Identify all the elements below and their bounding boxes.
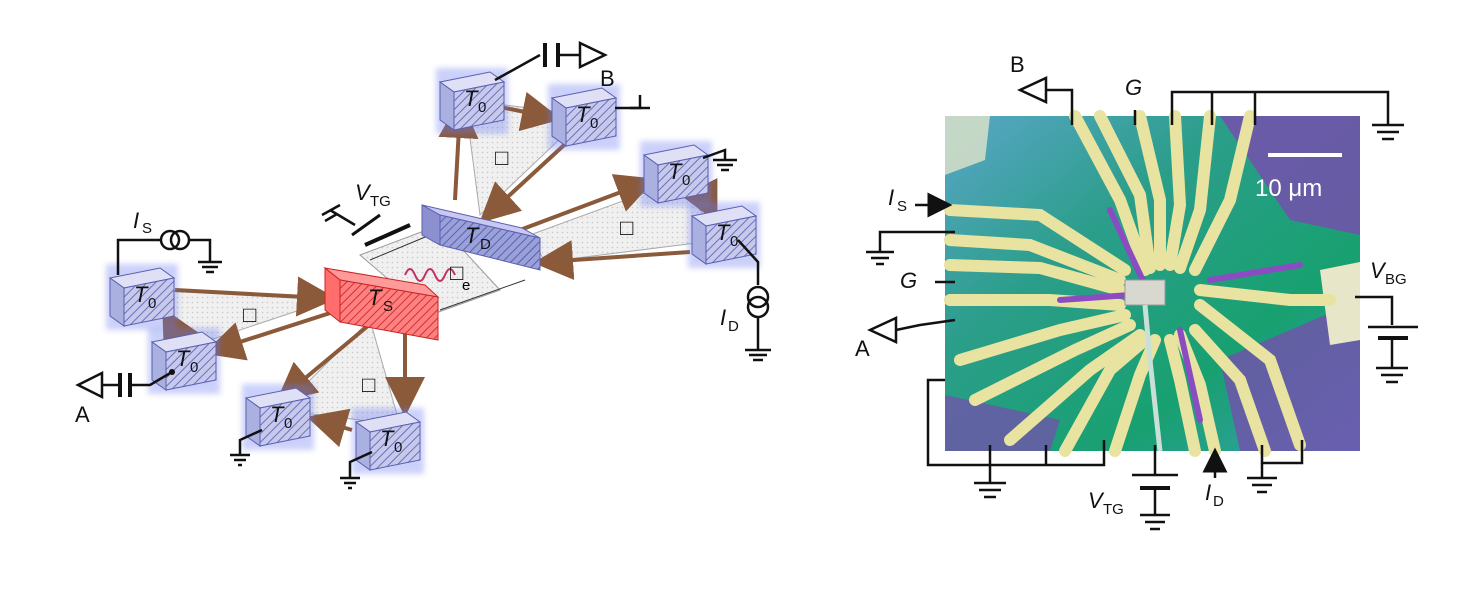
label-a-left: A — [75, 402, 90, 427]
reservoir-sub: 0 — [478, 99, 486, 116]
id-sub: D — [728, 318, 739, 335]
reservoir-label: T — [176, 346, 191, 371]
label-b-right: B — [1010, 52, 1025, 77]
label-b-left: B — [600, 66, 615, 91]
is-label-right: I — [888, 185, 894, 210]
vtg-sub: TG — [370, 193, 391, 210]
source-sub: S — [383, 298, 393, 315]
is-label: I — [133, 208, 139, 233]
id-label-right: I — [1205, 480, 1211, 505]
reservoir-top-right: T 0 — [548, 84, 620, 150]
id-label: I — [720, 305, 726, 330]
reservoir-sub: 0 — [590, 115, 598, 132]
reservoir-sub: 0 — [284, 415, 292, 432]
reservoir-bottom-left: T 0 — [242, 384, 314, 450]
reservoir-sub: 0 — [682, 172, 690, 189]
device-center — [1125, 280, 1165, 305]
box-symbol-center: □ — [450, 260, 463, 285]
reservoir-sub: 0 — [190, 359, 198, 376]
box-symbol-left: □ — [243, 302, 256, 327]
reservoir-label: T — [576, 102, 591, 127]
reservoir-left-bottom: T 0 — [148, 328, 220, 394]
arrow-bottom-left — [318, 420, 352, 430]
label-g-top: G — [1125, 75, 1142, 100]
reservoir-bottom-right: T 0 — [352, 408, 424, 474]
reservoir-sub: 0 — [394, 439, 402, 456]
terminal-a-left: A — [75, 369, 175, 427]
source-label: T — [368, 285, 383, 310]
label-g-left: G — [900, 268, 917, 293]
box-symbol-bottom: □ — [362, 372, 375, 397]
vtg-sub-right: TG — [1103, 501, 1124, 518]
vtg-gate: V TG — [322, 180, 410, 245]
reservoir-sub: 0 — [730, 233, 738, 250]
reservoir-label: T — [270, 402, 285, 427]
reservoir-label: T — [380, 426, 395, 451]
reservoir-right-top: T 0 — [640, 141, 712, 207]
vbg-sub: BG — [1385, 271, 1407, 288]
box-symbol-right: □ — [620, 215, 633, 240]
reservoir-right-bottom: T 0 — [688, 202, 760, 268]
reservoir-label: T — [668, 159, 683, 184]
is-sub-right: S — [897, 198, 907, 215]
left-thermal-diagram: T S T D e □ □ □ □ □ T 0 — [75, 43, 771, 488]
reservoir-label: T — [716, 220, 731, 245]
box-symbol-top: □ — [495, 145, 508, 170]
label-a-right: A — [855, 336, 870, 361]
reservoir-sub: 0 — [148, 295, 156, 312]
drain-label: T — [465, 223, 480, 248]
scalebar-text: 10 μm — [1255, 175, 1322, 202]
drain-sub: D — [480, 236, 491, 253]
right-device-photo: 10 μm B G I S G — [855, 52, 1418, 529]
reservoir-label: T — [134, 282, 149, 307]
id-sub-right: D — [1213, 493, 1224, 510]
reservoir-label: T — [464, 86, 479, 111]
is-sub: S — [142, 220, 152, 237]
